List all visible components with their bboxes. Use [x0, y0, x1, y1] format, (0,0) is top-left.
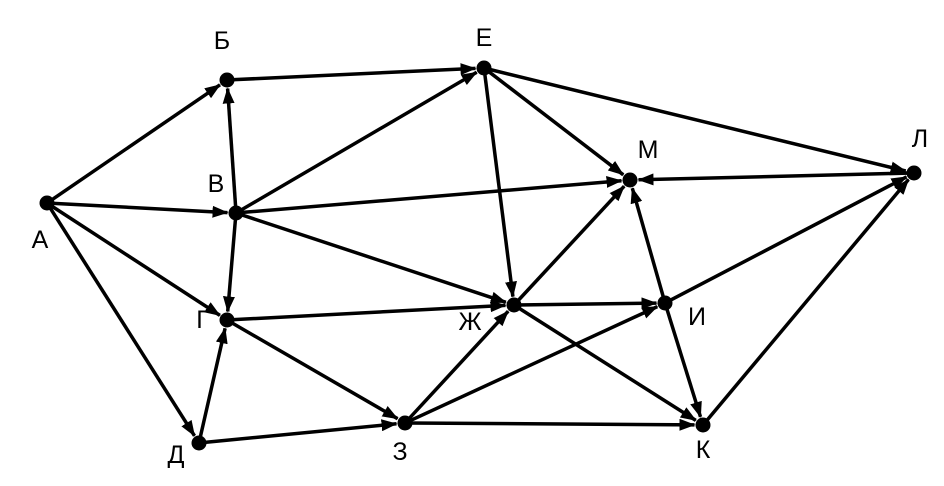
edge-i-l	[665, 175, 908, 304]
node-label-i: И	[688, 303, 706, 331]
nodes-layer	[39, 60, 922, 451]
node-b	[219, 72, 235, 88]
node-label-z: З	[392, 438, 407, 466]
edge-v-e	[236, 70, 478, 214]
node-m	[622, 172, 638, 188]
edge-a-g	[47, 202, 221, 317]
edge-g-zh	[228, 300, 507, 322]
node-label-a: А	[32, 226, 49, 254]
node-d	[191, 435, 207, 451]
node-label-e: Е	[476, 24, 493, 52]
edge-v-m	[237, 175, 623, 215]
edge-zh-k	[514, 304, 697, 422]
node-label-l: Л	[912, 125, 928, 153]
node-label-d: Д	[168, 441, 185, 469]
edge-z-zh	[405, 310, 510, 423]
edge-d-g	[197, 327, 228, 442]
node-e	[476, 60, 492, 76]
node-label-m: М	[638, 136, 659, 164]
edge-a-d	[46, 203, 196, 437]
edge-zh-i	[515, 297, 658, 310]
edge-e-l	[485, 66, 907, 174]
edge-i-k	[663, 304, 703, 418]
edge-l-m	[637, 171, 913, 186]
node-label-zh: Ж	[458, 308, 481, 336]
edge-d-z	[200, 419, 398, 445]
edge-a-b	[47, 83, 221, 204]
node-label-g: Г	[196, 306, 210, 334]
edge-k-l	[702, 178, 910, 425]
labels-layer: А Б В Г Д Е Ж З И К Л М	[32, 24, 929, 469]
edges-layer	[46, 63, 913, 445]
node-k	[695, 417, 711, 433]
node-i	[657, 295, 673, 311]
edge-zh-m	[514, 185, 626, 305]
node-v	[228, 205, 244, 221]
edge-b-e	[228, 63, 477, 82]
edge-g-z	[227, 319, 399, 421]
edge-z-k	[406, 418, 696, 431]
edge-v-g	[222, 214, 238, 313]
edge-a-v	[48, 201, 229, 218]
node-a	[39, 195, 55, 211]
node-z	[397, 415, 413, 431]
node-g	[219, 312, 235, 328]
edge-z-i	[406, 305, 659, 424]
edge-i-m	[630, 187, 667, 302]
node-label-b: Б	[214, 27, 230, 55]
edge-e-m	[484, 67, 625, 177]
edge-v-b	[222, 87, 238, 212]
node-zh	[506, 297, 522, 313]
edge-v-zh	[237, 211, 507, 304]
node-label-v: В	[208, 170, 225, 198]
node-label-k: К	[696, 436, 711, 464]
node-l	[906, 165, 922, 181]
edge-e-zh	[482, 69, 517, 298]
